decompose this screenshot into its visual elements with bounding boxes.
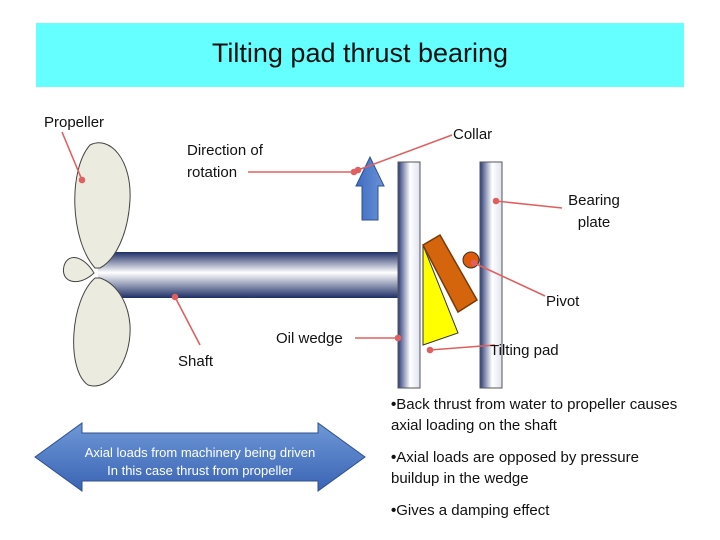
bullet-list: •Back thrust from water to propeller cau… [391, 394, 691, 532]
bullet-item: •Gives a damping effect [391, 500, 691, 521]
pivot-pointer [473, 262, 546, 297]
bullet-item: •Back thrust from water to propeller cau… [391, 394, 691, 436]
pivot-label: Pivot [546, 293, 580, 310]
bullet-dot: • [391, 502, 397, 519]
oil-wedge [422, 244, 459, 346]
shaft-label: Shaft [178, 353, 214, 370]
collar [397, 161, 421, 389]
bullet-item: •Axial loads are opposed by pressure bui… [391, 447, 691, 489]
propeller-label: Propeller [44, 114, 105, 131]
bullet-text: Gives a damping effect [396, 502, 550, 519]
bullet-dot: • [391, 449, 397, 466]
axial-load-text: Axial loads from machinery being driven … [60, 444, 340, 480]
direction-of-rotation-label: Direction of rotation [187, 142, 263, 181]
tilting-pad-pointer [429, 344, 496, 351]
propeller [62, 142, 131, 387]
shaft-pointer [174, 296, 201, 346]
collar-label: Collar [453, 126, 493, 143]
propeller-pointer [61, 131, 83, 181]
bullet-text: Back thrust from water to propeller caus… [391, 396, 678, 434]
axial-load-line-2: In this case thrust from propeller [107, 463, 293, 478]
axial-load-arrow [34, 422, 366, 492]
pivot [462, 251, 480, 269]
bearing-plate [479, 161, 503, 389]
bearing-plate-label: Bearing plate [568, 192, 620, 231]
tilting-pad [422, 233, 479, 314]
page-title: Tilting pad thrust bearing [211, 38, 509, 68]
title-band [36, 23, 684, 87]
axial-load-line-1: Axial loads from machinery being driven [84, 445, 316, 460]
collar-pointer [357, 134, 453, 171]
bullet-text: Axial loads are opposed by pressure buil… [391, 449, 639, 487]
bearing-plate-pointer [495, 200, 563, 209]
rotation-arrow [355, 155, 385, 221]
tilting-pad-label: Tilting pad [490, 342, 559, 359]
oil-wedge-label: Oil wedge [276, 330, 343, 347]
bullet-dot: • [391, 396, 397, 413]
shaft [98, 252, 400, 298]
